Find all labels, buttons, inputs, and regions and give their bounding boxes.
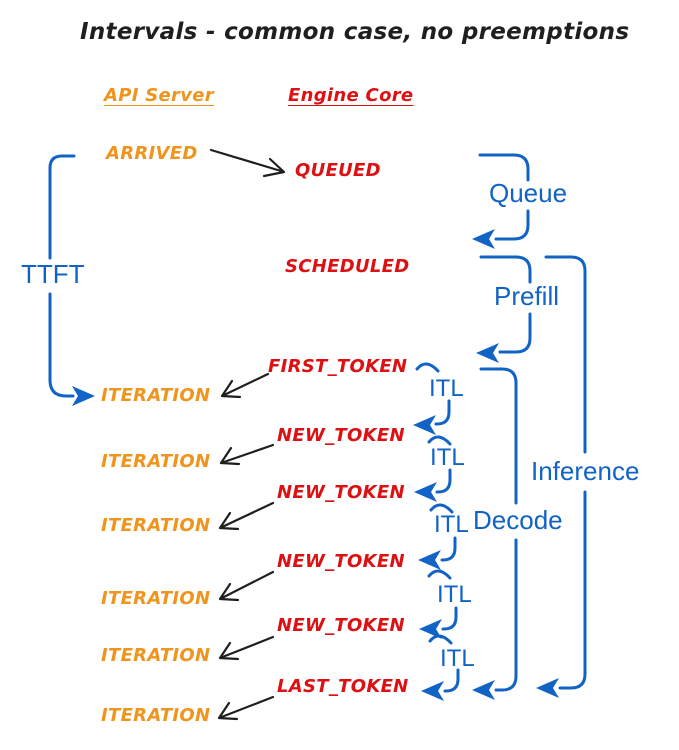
- itl-bracket-2: [414, 435, 452, 502]
- inference-arrowhead-icon: [536, 678, 559, 698]
- ttft-bracket: [48, 154, 95, 406]
- event-iteration-6: ITERATION: [101, 705, 211, 726]
- event-iteration-3: ITERATION: [101, 515, 211, 536]
- event-first-token: FIRST_TOKEN: [268, 356, 408, 377]
- arrow-last-token-to-iteration: [217, 695, 275, 721]
- itl-bracket-3: [418, 503, 457, 570]
- event-last-token: LAST_TOKEN: [277, 676, 409, 697]
- arrow-new-token1-to-iteration: [219, 443, 275, 466]
- event-new-token-4: NEW_TOKEN: [277, 615, 405, 636]
- interval-label-itl-3: ITL: [434, 511, 469, 538]
- event-scheduled: SCHEDULED: [285, 256, 410, 277]
- interval-label-itl-5: ITL: [440, 645, 475, 672]
- interval-label-itl-4: ITL: [437, 581, 472, 608]
- decode-arrowhead-icon: [472, 680, 495, 700]
- prefill-bracket: [476, 255, 532, 363]
- column-header-engine-core: Engine Core: [288, 85, 414, 106]
- interval-label-prefill: Prefill: [494, 281, 560, 311]
- itl-return-arrowhead-icon: [419, 619, 442, 639]
- decode-bracket: [472, 367, 518, 700]
- interval-label-itl-2: ITL: [430, 444, 465, 471]
- event-iteration-1: ITERATION: [101, 385, 211, 406]
- interval-label-ttft: TTFT: [21, 259, 85, 289]
- itl-return-arrowhead-icon: [418, 550, 441, 570]
- itl-return-arrowhead-icon: [414, 482, 437, 502]
- interval-label-itl-1: ITL: [429, 375, 464, 402]
- event-new-token-3: NEW_TOKEN: [277, 551, 405, 572]
- arrow-new-token2-to-iteration: [218, 501, 275, 531]
- interval-label-inference: Inference: [531, 456, 640, 486]
- ttft-arrowhead-icon: [72, 386, 95, 406]
- column-header-api-server: API Server: [104, 85, 214, 106]
- queue-arrowhead-icon: [472, 229, 495, 249]
- arrow-new-token4-to-iteration: [218, 635, 275, 661]
- event-iteration-4: ITERATION: [101, 588, 211, 609]
- event-new-token-1: NEW_TOKEN: [277, 425, 405, 446]
- interval-label-queue: Queue: [489, 178, 568, 208]
- event-arrived: ARRIVED: [106, 143, 198, 164]
- itl-bracket-4: [419, 569, 458, 639]
- event-queued: QUEUED: [295, 160, 381, 181]
- interval-label-decode: Decode: [473, 505, 563, 535]
- inference-bracket: [536, 255, 587, 698]
- itl-return-arrowhead-icon: [421, 681, 444, 701]
- event-new-token-2: NEW_TOKEN: [277, 482, 405, 503]
- diagram-title: Intervals - common case, no preemptions: [80, 19, 630, 45]
- itl-bracket-5: [421, 634, 460, 701]
- arrow-arrived-to-queued: [209, 148, 286, 178]
- queue-bracket: [472, 153, 530, 249]
- arrow-first-token-to-iteration: [220, 372, 270, 399]
- prefill-arrowhead-icon: [476, 343, 499, 363]
- itl-bracket-1: [413, 362, 451, 435]
- event-iteration-5: ITERATION: [101, 645, 211, 666]
- event-iteration-2: ITERATION: [101, 451, 211, 472]
- arrow-new-token3-to-iteration: [218, 570, 275, 602]
- itl-return-arrowhead-icon: [413, 415, 436, 435]
